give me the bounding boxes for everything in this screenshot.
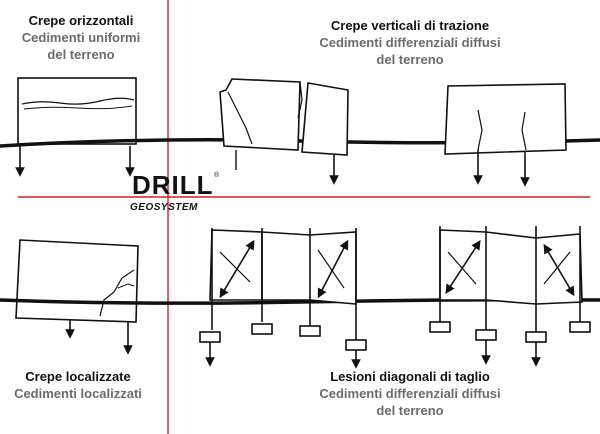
diagram-localized-cracks	[15, 239, 139, 323]
subtitle-differential-settlement-2: del terreno	[376, 52, 444, 67]
diagram-shear-left	[199, 228, 367, 369]
subtitle-diagonal-differential-2: del terreno	[376, 403, 444, 418]
diagram-vertical-cracks-right	[444, 83, 567, 187]
subtitle-localized-settlement: Cedimenti localizzati	[14, 386, 142, 401]
logo-subtitle: GEOSYSTEM	[130, 202, 198, 213]
settlement-arrows-top-left	[15, 146, 135, 177]
label-bottom-left: Crepe localizzate Cedimenti localizzati	[0, 368, 156, 402]
logo-wordmark: DRILL	[132, 170, 214, 200]
subtitle-diagonal-differential: Cedimenti differenziali diffusi	[319, 386, 501, 401]
diagram-horizontal-cracks	[17, 77, 137, 145]
title-localized-cracks: Crepe localizzate	[25, 369, 131, 384]
logo-registered-mark: ®	[214, 172, 220, 179]
diagram-vertical-cracks-left	[219, 78, 349, 185]
title-horizontal-cracks: Crepe orizzontali	[28, 13, 134, 28]
drill-geosystem-logo: DRILL ® GEOSYSTEM	[128, 170, 224, 228]
label-top-left: Crepe orizzontali Cedimenti uniformi del…	[0, 12, 162, 63]
subtitle-differential-settlement: Cedimenti differenziali diffusi	[319, 35, 501, 50]
label-top-right: Crepe verticali di trazione Cedimenti di…	[250, 17, 570, 68]
settlement-arrows-bottom-left	[65, 320, 133, 355]
diagram-shear-right	[429, 226, 591, 367]
subtitle-uniform-settlement-2: del terreno	[47, 47, 115, 62]
subtitle-uniform-settlement: Cedimenti uniformi	[21, 30, 141, 45]
label-bottom-right: Lesioni diagonali di taglio Cedimenti di…	[250, 368, 570, 419]
title-diagonal-shear: Lesioni diagonali di taglio	[330, 369, 490, 384]
title-vertical-cracks: Crepe verticali di trazione	[330, 18, 490, 33]
